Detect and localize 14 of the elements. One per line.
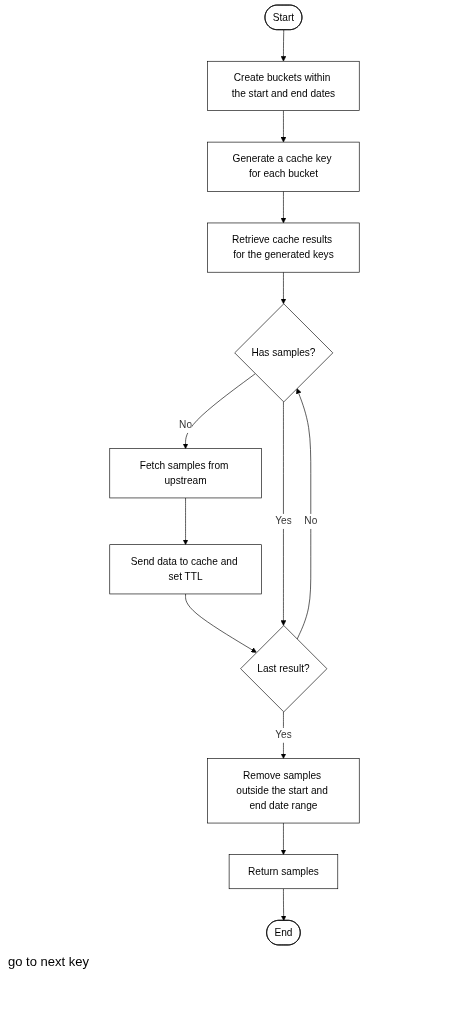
node-diamond: Has samples? [234, 303, 334, 403]
edge-label: Yes [275, 515, 292, 527]
node-box: Remove samples outside the start and end date range [207, 758, 360, 824]
edge-label: Yes [275, 729, 292, 741]
note-text: go to next key [8, 954, 90, 969]
node-box: Retrieve cache results for the generated keys [207, 222, 360, 273]
node-box: Fetch samples from upstream [109, 448, 262, 499]
edge-label: No [179, 419, 193, 431]
node-box: Return samples [228, 854, 339, 890]
node-box: Send data to cache and set TTL [109, 544, 262, 595]
node-diamond: Last result? [240, 625, 328, 713]
node-box: Create buckets within the start and end dates [207, 60, 360, 111]
edge-label: No [304, 515, 318, 527]
node-box: Generate a cache key for each bucket [207, 141, 360, 192]
